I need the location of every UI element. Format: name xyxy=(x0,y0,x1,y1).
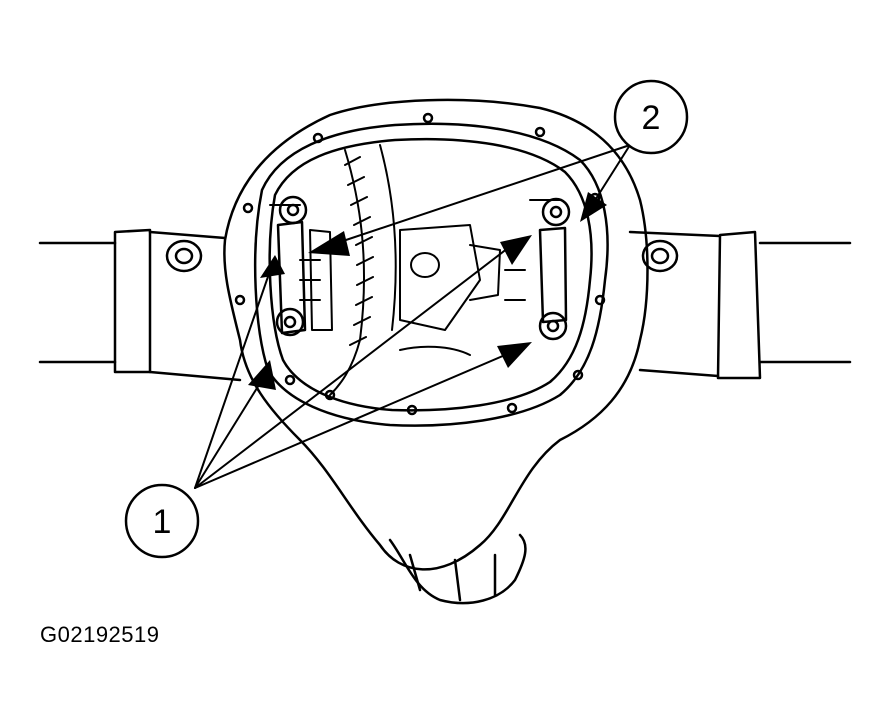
right-bearing-cap xyxy=(538,197,571,341)
left-lower-cap-bolt xyxy=(275,307,305,337)
callout-2: 2 xyxy=(613,79,689,155)
callout-2-leaders xyxy=(321,144,631,249)
right-axle-tube xyxy=(628,230,852,380)
callout-2-label: 2 xyxy=(642,99,661,137)
pinion-nose xyxy=(388,533,527,605)
arrow-1-right-upper xyxy=(500,235,532,265)
figure-id: G02192519 xyxy=(40,622,160,647)
right-vent-boss xyxy=(641,239,679,273)
callout-1-leaders xyxy=(194,244,513,489)
left-axle-tube xyxy=(38,228,242,382)
arrow-1-left-lower xyxy=(248,360,276,390)
ring-gear xyxy=(329,144,397,396)
left-vent-boss xyxy=(165,239,203,273)
callout-1-circle xyxy=(124,483,200,559)
arrow-2-right xyxy=(580,192,607,222)
housing-body xyxy=(223,98,649,571)
differential-carrier xyxy=(269,199,561,356)
callout-1: 1 xyxy=(124,483,200,559)
arrow-1-left-upper xyxy=(260,255,285,278)
callout-2-circle xyxy=(613,79,689,155)
callout-1-label: 1 xyxy=(153,503,172,541)
cover-bolts xyxy=(234,112,606,416)
left-bearing-cap xyxy=(275,195,308,337)
left-upper-cap-bolt xyxy=(278,195,308,225)
arrowheads xyxy=(248,192,607,390)
right-lower-cap-bolt xyxy=(538,311,568,341)
right-upper-cap-bolt xyxy=(541,197,571,227)
arrow-1-right-lower xyxy=(497,342,532,368)
arrow-2-left xyxy=(308,231,350,256)
